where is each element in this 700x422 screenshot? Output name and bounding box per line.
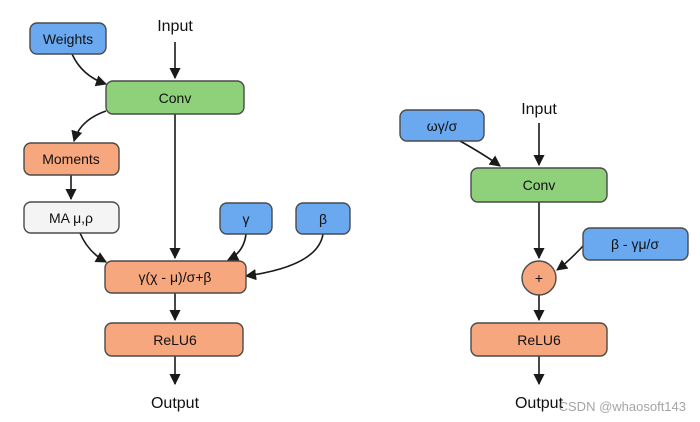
beta-box [295,202,351,235]
right-weights-node: ωγ/σ [399,109,485,142]
right-weights-label: ωγ/σ [427,118,458,134]
edge-ma-bn [79,232,107,263]
right-relu6-node: ReLU6 [470,322,608,357]
right-weights-box [399,109,485,142]
edge-weights-conv [71,53,108,87]
moving-average-box [23,201,120,234]
beta-label: β [319,211,327,227]
batchnorm-label: γ(χ - μ)/σ+β [139,269,212,285]
moments-node: Moments [23,142,120,176]
gamma-node: γ [219,202,273,235]
conv-label: Conv [159,90,192,106]
left-edges [65,42,324,386]
right-edges [459,123,584,386]
edge-gamma-bn [226,233,247,261]
relu6-box [104,322,244,357]
gamma-box [219,202,273,235]
weights-label: Weights [43,31,93,47]
right-conv-box [470,167,608,203]
input-label: Input [157,18,193,35]
batchnorm-node: γ(χ - μ)/σ+β [104,260,247,294]
conv-node: Conv [105,80,245,115]
moments-label: Moments [42,151,100,167]
relu6-node: ReLU6 [104,322,244,357]
right-input-label: Input [521,101,557,118]
gamma-label: γ [243,211,250,227]
edge-r-weights-conv [459,140,501,167]
relu6-label: ReLU6 [153,332,197,348]
moving-average-node: MA μ,ρ [23,201,120,234]
weights-box [29,22,107,55]
right-bias-node: β - γμ/σ [582,227,689,261]
batchnorm-box [104,260,247,294]
right-output-label: Output [515,395,564,412]
conv-box [105,80,245,115]
edge-conv-moments [71,110,107,143]
add-circle [521,260,557,296]
add-node: + [521,260,557,296]
output-label: Output [151,395,200,412]
right-conv-node: Conv [470,167,608,203]
weights-node: Weights [29,22,107,55]
right-bias-box [582,227,689,261]
right-relu6-label: ReLU6 [517,332,561,348]
beta-node: β [295,202,351,235]
right-conv-label: Conv [523,177,556,193]
edge-beta-bn [244,233,324,281]
add-label: + [535,270,543,286]
right-relu6-box [470,322,608,357]
edge-r-bias-add [556,245,584,271]
watermark: CSDN @whaosoft143 [558,399,686,414]
moments-box [23,142,120,176]
moving-average-label: MA μ,ρ [49,210,93,226]
right-bias-label: β - γμ/σ [611,236,659,252]
